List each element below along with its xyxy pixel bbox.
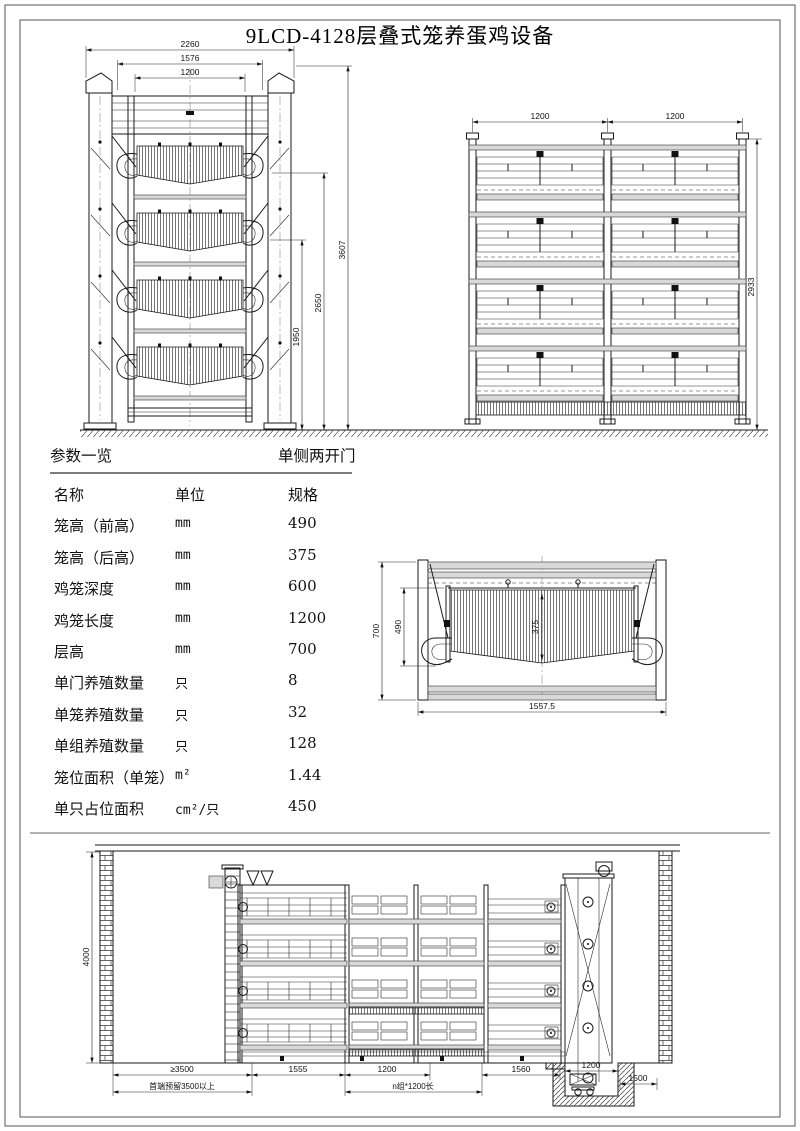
- door-type-note: 单侧两开门: [278, 448, 356, 465]
- spec-table-rule: [50, 472, 352, 474]
- dim-end-height-1: 1950: [291, 327, 301, 346]
- note-cage-bays: n组*1200长: [392, 1081, 433, 1091]
- dim-section-rear-height: 375: [530, 620, 540, 634]
- note-front-clearance: 首端预留3500以上: [149, 1081, 215, 1091]
- spec-row: 笼高（前高） mm 490: [54, 514, 317, 536]
- spec-row: 单只占位面积 cm²/只 450: [54, 796, 317, 818]
- dim-front-clearance: ≥3500: [170, 1064, 194, 1074]
- spec-table: 参数一览 单侧两开门 名称 单位 规格 笼高（前高） mm 490 笼高（后高）…: [50, 444, 380, 825]
- spec-row: 鸡笼长度 mm 1200: [54, 608, 327, 630]
- dim-rear-section: 1560: [512, 1064, 531, 1074]
- spec-row: 单门养殖数量 只 8: [54, 671, 298, 693]
- dim-front-height: 2933: [746, 277, 756, 296]
- dim-end-mid-width: 1576: [181, 53, 200, 63]
- front-view-drawing: 1200 1200 2933: [464, 111, 762, 431]
- layout-view-drawing: 4000: [81, 844, 680, 1107]
- dim-front-bay-2: 1200: [666, 111, 685, 121]
- dim-end-total-width: 2260: [181, 39, 200, 49]
- spec-row: 单组养殖数量 只 128: [54, 734, 317, 756]
- dim-pit-right: 1500: [629, 1073, 648, 1083]
- dim-pit-width: 1200: [582, 1060, 601, 1070]
- dim-section-tier-height: 700: [371, 624, 381, 638]
- ground-hatch: [80, 429, 768, 437]
- dim-end-height-2: 2650: [313, 293, 323, 312]
- page-title: 9LCD-4128层叠式笼养蛋鸡设备: [245, 24, 555, 48]
- col-name: 名称: [54, 487, 85, 504]
- dim-end-height-3: 3607: [337, 240, 347, 259]
- dim-section-front-height: 490: [393, 620, 403, 634]
- spec-row: 鸡笼深度 mm 600: [54, 577, 317, 599]
- col-spec: 规格: [288, 487, 319, 504]
- dim-drive-section: 1555: [289, 1064, 308, 1074]
- dim-cage-bay: 1200: [378, 1064, 397, 1074]
- spec-row: 笼位面积（单笼） m² 1.44: [54, 765, 322, 787]
- sheet-border: [4, 4, 796, 1127]
- spec-header-row: 名称 单位 规格: [50, 480, 380, 511]
- section-view-drawing: 700 490 375 1557.5: [371, 556, 667, 716]
- spec-row: 笼高（后高） mm 375: [54, 545, 317, 567]
- dim-front-bay-1: 1200: [531, 111, 550, 121]
- dim-section-total-width: 1557.5: [529, 701, 555, 711]
- dim-end-cage-width: 1200: [181, 67, 200, 77]
- end-view-drawing: 2260 1576 1200 1950 2650 3607: [83, 39, 352, 431]
- dim-wall-height: 4000: [81, 947, 91, 966]
- spec-table-title: 参数一览: [50, 448, 113, 465]
- spec-row: 层高 mm 700: [54, 639, 317, 661]
- spec-row: 单笼养殖数量 只 32: [54, 702, 308, 724]
- col-unit: 单位: [175, 487, 206, 504]
